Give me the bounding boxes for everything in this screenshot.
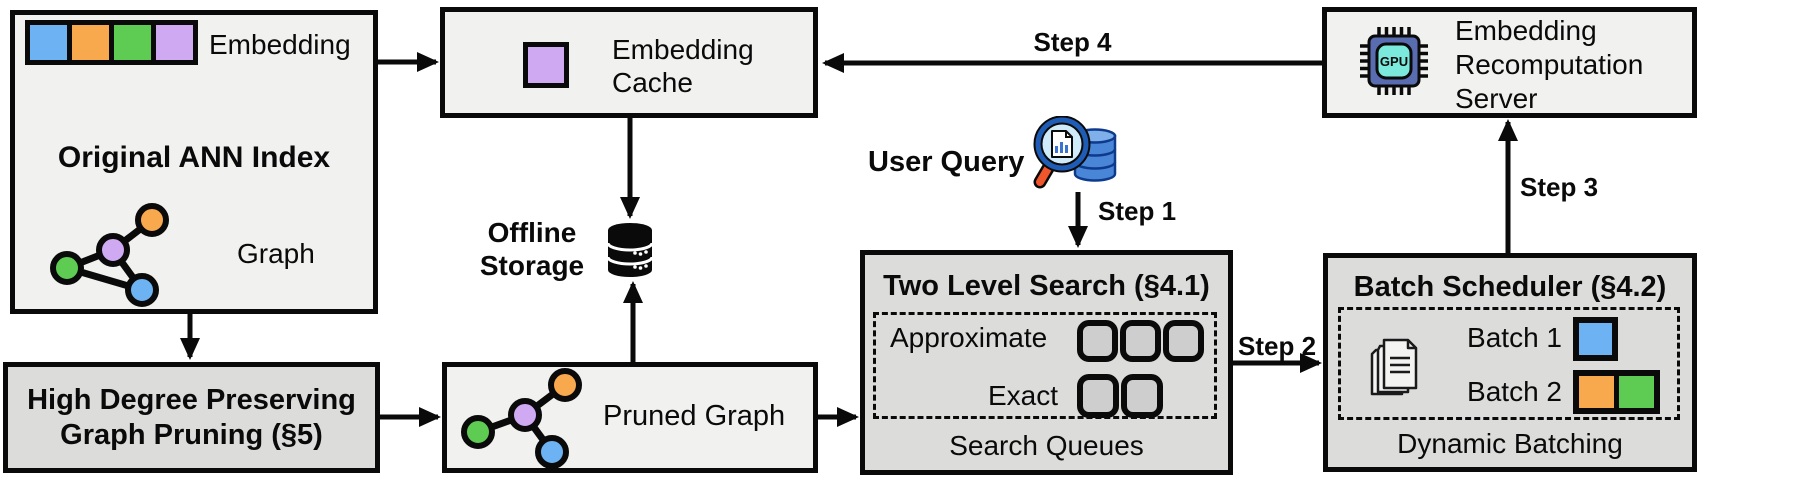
gpu-chip-label: GPU: [1380, 54, 1408, 69]
search-queues-panel: [873, 312, 1217, 419]
search-queues-caption: Search Queues: [949, 430, 1144, 461]
two-level-search-title: Two Level Search (§4.1): [883, 270, 1210, 302]
cached-embedding-icon: [523, 42, 569, 88]
pruned-graph-icon: [461, 368, 582, 468]
pruned-graph-box: Pruned Graph: [442, 362, 818, 473]
approximate-label: Approximate: [890, 322, 1048, 353]
embedding-cell-blue: [30, 25, 67, 60]
step1-label: Step 1: [1098, 196, 1177, 226]
queue-slot-icon: [1077, 320, 1118, 362]
recomputation-server-box: GPU Embedding Recomputation Server: [1322, 7, 1697, 118]
batch1-label: Batch 1: [1467, 322, 1562, 353]
batch2-chip-green: [1614, 376, 1654, 408]
database-icon: [606, 223, 654, 277]
graph-label: Graph: [237, 238, 315, 269]
embedding-cell-purple: [151, 25, 193, 60]
queue-slot-icon: [1120, 320, 1161, 362]
batch2-label: Batch 2: [1467, 376, 1562, 407]
graph-pruning-box: High Degree Preserving Graph Pruning (§5…: [3, 362, 380, 473]
original-ann-index-title: Original ANN Index: [57, 141, 331, 174]
pruned-graph-label: Pruned Graph: [603, 400, 786, 432]
recomputation-server-title: Embedding Recomputation Server: [1455, 15, 1644, 114]
gpu-chip-icon: GPU: [1360, 27, 1428, 95]
step4-label: Step 4: [1033, 27, 1112, 57]
original-ann-index-box: Embedding Original ANN Index Graph: [10, 10, 378, 314]
dynamic-batching-caption: Dynamic Batching: [1397, 428, 1623, 459]
dynamic-batching-panel: [1338, 307, 1680, 420]
batch2-chip-orange: [1579, 376, 1614, 408]
query-search-icon: [1033, 116, 1117, 189]
step2-label: Step 2: [1238, 331, 1317, 361]
embedding-cache-title: Embedding Cache: [612, 34, 754, 98]
step3-label: Step 3: [1520, 172, 1599, 202]
embedding-vector-icon: [25, 20, 198, 65]
embedding-cell-green: [109, 25, 151, 60]
documents-icon: [1370, 338, 1418, 396]
embedding-label: Embedding: [209, 29, 351, 60]
embedding-cell-orange: [67, 25, 109, 60]
graph-icon: [50, 203, 169, 307]
user-query-label: User Query: [868, 146, 1025, 178]
approximate-queue-slots: [1077, 320, 1204, 362]
embedding-cache-box: Embedding Cache: [440, 7, 818, 118]
batch-scheduler-box: Batch Scheduler (§4.2) Batch 1 Batch 2 D…: [1323, 253, 1697, 472]
exact-queue-slots: [1077, 374, 1163, 418]
queue-slot-icon: [1077, 374, 1119, 418]
batch2-color-chips: [1573, 370, 1660, 414]
graph-pruning-title: High Degree Preserving Graph Pruning (§5…: [27, 383, 356, 451]
batch-scheduler-title: Batch Scheduler (§4.2): [1353, 271, 1667, 303]
two-level-search-box: Two Level Search (§4.1) Approximate Exac…: [860, 250, 1233, 475]
queue-slot-icon: [1163, 320, 1204, 362]
exact-label: Exact: [988, 380, 1059, 411]
offline-storage-label: Offline Storage: [479, 217, 585, 281]
batch1-color-chip: [1573, 317, 1618, 361]
queue-slot-icon: [1121, 374, 1163, 418]
